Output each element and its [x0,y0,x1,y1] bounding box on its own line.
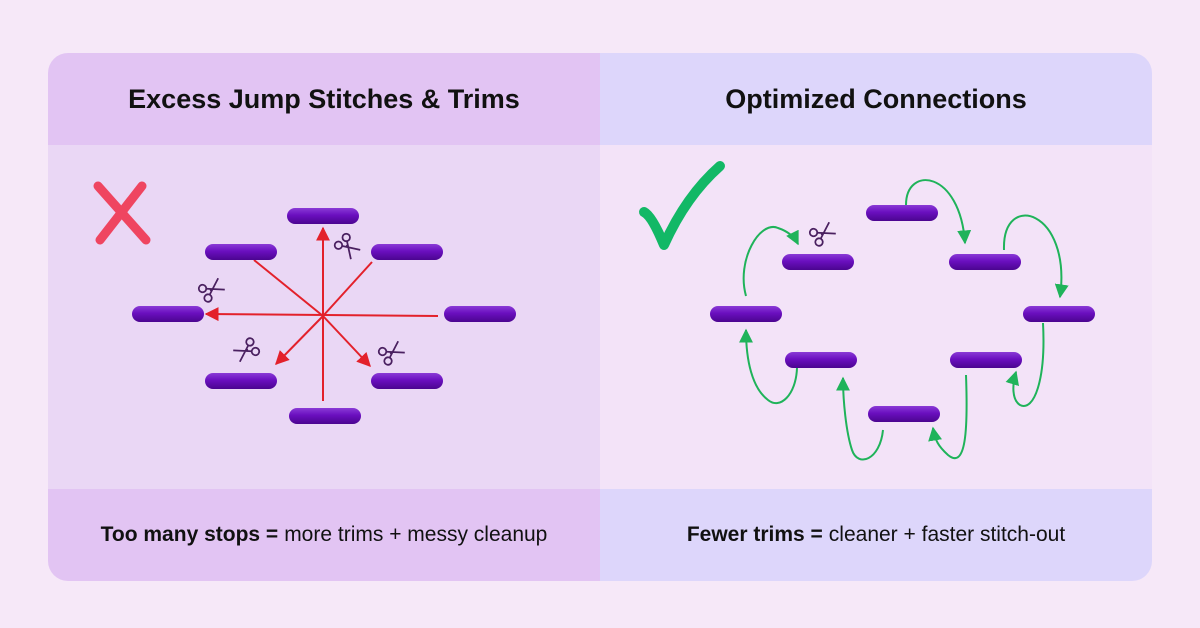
caption-text: cleaner + faster stitch-out [828,523,1066,546]
stitch-bar [868,406,940,422]
panel-caption: Too many stops = more trims + messy clea… [48,489,600,581]
caption-bold: Fewer trims = [686,523,823,546]
stitch-bar [205,244,277,260]
scissors-icon [332,231,363,262]
stitch-bar [371,373,443,389]
stitch-bar [950,352,1022,368]
stitch-bar [371,244,443,260]
checkmark-icon [639,161,725,250]
scissors-icon [231,335,262,365]
scissors-icon [196,275,227,305]
connection-arrows [739,179,1069,461]
scissors-icon [376,338,407,368]
stitch-bar [710,306,782,322]
scissors-icons-right [807,219,838,249]
jump-stitch-arrows [204,226,439,401]
stitch-bar [287,208,359,224]
stitch-bar [132,306,204,322]
panel-title: Optimized Connections [600,53,1152,145]
stitch-bar [866,205,938,221]
stitch-bars-right [710,205,1095,422]
stitch-bar [1023,306,1095,322]
stitch-bar [289,408,361,424]
panel-title: Excess Jump Stitches & Trims [48,53,600,145]
stitch-bar [444,306,516,322]
scissors-icon [807,219,838,249]
caption-text: more trims + messy cleanup [284,523,548,546]
stitch-bar [782,254,854,270]
x-mark-icon [93,181,151,245]
caption-bold: Too many stops = [100,523,279,546]
stitch-bar [205,373,277,389]
stitch-bar [949,254,1021,270]
stitch-bars-left [132,208,516,424]
stitch-bar [785,352,857,368]
panel-caption: Fewer trims = cleaner + faster stitch-ou… [600,489,1152,581]
